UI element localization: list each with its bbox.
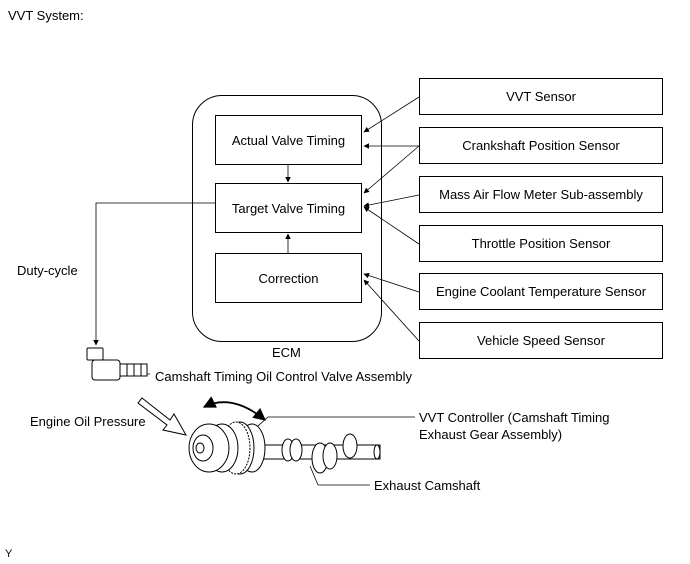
oil-pressure-label: Engine Oil Pressure xyxy=(30,414,146,429)
leader-vvt-controller xyxy=(249,416,415,434)
correction-box: Correction xyxy=(215,253,362,303)
ocv-label: Camshaft Timing Oil Control Valve Assemb… xyxy=(155,369,412,384)
leader-camshaft xyxy=(309,465,370,486)
target-valve-timing-box: Target Valve Timing xyxy=(215,183,362,233)
line-vvt-sensor xyxy=(363,96,420,133)
corner-mark: Y xyxy=(5,548,13,560)
line-coolant xyxy=(363,272,420,293)
sensor-throttle-position: Throttle Position Sensor xyxy=(419,225,663,262)
diagram-title: VVT System: xyxy=(8,8,84,23)
sensor-engine-coolant-temp: Engine Coolant Temperature Sensor xyxy=(419,273,663,310)
sensor-crankshaft-position: Crankshaft Position Sensor xyxy=(419,127,663,164)
line-duty-cycle xyxy=(93,202,215,346)
actual-valve-timing-box: Actual Valve Timing xyxy=(215,115,362,165)
exhaust-camshaft-label: Exhaust Camshaft xyxy=(374,478,481,493)
sensor-mass-air-flow: Mass Air Flow Meter Sub-assembly xyxy=(419,176,663,213)
line-maf xyxy=(363,194,420,208)
line-throttle xyxy=(363,206,420,245)
oil-control-valve-drawing xyxy=(86,347,148,381)
line-speed xyxy=(363,279,420,342)
sensor-vehicle-speed: Vehicle Speed Sensor xyxy=(419,322,663,359)
vvt-controller-drawing xyxy=(188,421,266,475)
exhaust-camshaft-drawing xyxy=(257,433,381,474)
line-crank-target xyxy=(363,145,420,194)
duty-cycle-label: Duty-cycle xyxy=(17,263,78,278)
vvt-controller-label-line2: Exhaust Gear Assembly) xyxy=(419,427,563,442)
ecm-label: ECM xyxy=(272,345,301,360)
sensor-vvt: VVT Sensor xyxy=(419,78,663,115)
oil-pressure-arrow xyxy=(137,397,187,436)
rotation-arrow xyxy=(202,396,266,421)
vvt-controller-label-line1: VVT Controller (Camshaft Timing xyxy=(419,410,610,425)
